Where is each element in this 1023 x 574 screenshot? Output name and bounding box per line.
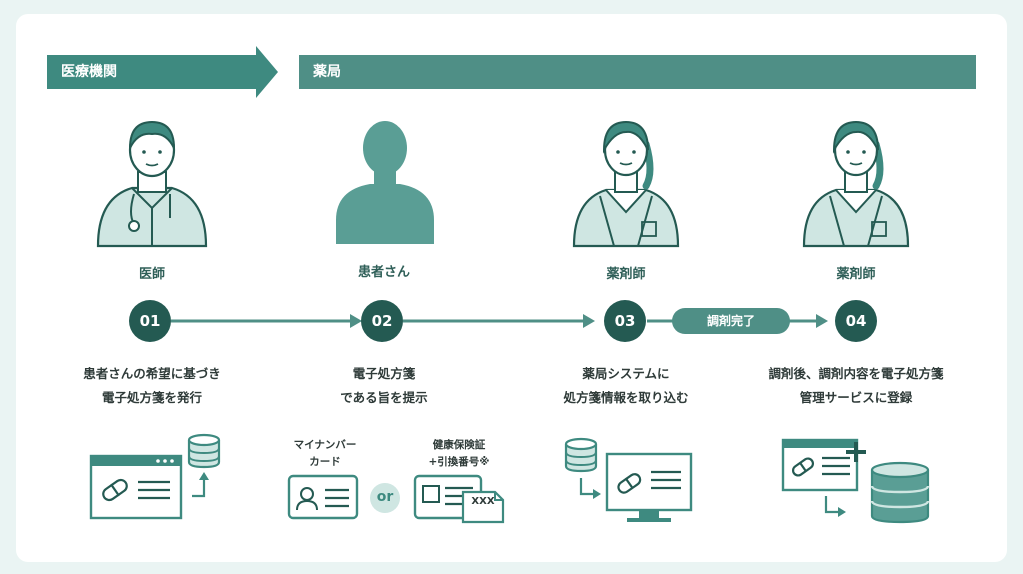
doctor-figure-icon: [96, 120, 208, 248]
mynumber-card-icon: [287, 474, 359, 520]
step-number-01: 01: [129, 300, 171, 342]
role-label-doctor: 医師: [138, 267, 165, 282]
step-description-line: である旨を提示: [340, 390, 428, 405]
mynumber-label-line: カード: [309, 456, 341, 468]
insurance-card-label-line: 健康保険証: [432, 439, 486, 451]
step-number-02: 02: [361, 300, 403, 342]
insurance-card-icon: [413, 474, 505, 524]
step-description-line: 処方箋情報を取り込む: [563, 390, 689, 405]
pill-icon: [102, 478, 128, 502]
database-icon: [187, 433, 221, 469]
institution-band: 医療機関: [47, 55, 257, 89]
insurance-card-label: 健康保険証 +引換番号※: [404, 437, 514, 471]
role-label-pharmacist: 薬剤師: [606, 267, 646, 282]
mynumber-label: マイナンバー カード: [270, 437, 380, 471]
patient-figure-icon: [336, 121, 434, 244]
completion-badge: 調剤完了: [672, 308, 790, 334]
or-separator: or: [370, 483, 400, 513]
step-number-04: 04: [835, 300, 877, 342]
role-label-pharmacist: 薬剤師: [836, 267, 876, 282]
role-label-patient: 患者さん: [357, 265, 410, 280]
prescription-issue-illustration: [89, 433, 221, 520]
step-description-02: 電子処方箋 である旨を提示: [254, 362, 514, 410]
step-description-line: 電子処方箋: [352, 366, 416, 381]
monitor-icon: [605, 452, 693, 522]
pharmacy-band: 薬局: [299, 55, 976, 89]
reference-number-text: XXX: [471, 496, 495, 507]
system-import-illustration: [564, 437, 693, 522]
step-description-line: 薬局システムに: [582, 366, 670, 381]
registration-illustration: [781, 438, 930, 524]
database-icon: [564, 437, 598, 473]
insurance-card-label-line: +引換番号※: [428, 456, 490, 468]
mynumber-label-line: マイナンバー: [293, 439, 357, 451]
plus-icon: [846, 442, 866, 462]
institution-band-arrow-tip: [256, 46, 278, 98]
step-description-line: 電子処方箋を発行: [101, 390, 202, 405]
step-description-line: 患者さんの希望に基づき: [83, 366, 221, 381]
step-description-04: 調剤後、調剤内容を電子処方箋 管理サービスに登録: [726, 362, 986, 410]
database-icon: [870, 461, 930, 524]
pharmacist-figure-icon: [572, 120, 680, 248]
step-description-line: 調剤後、調剤内容を電子処方箋: [768, 366, 944, 381]
step-description-03: 薬局システムに 処方箋情報を取り込む: [496, 362, 756, 410]
step-description-01: 患者さんの希望に基づき 電子処方箋を発行: [22, 362, 282, 410]
step-description-line: 管理サービスに登録: [799, 390, 913, 405]
step-number-03: 03: [604, 300, 646, 342]
pharmacist-figure-icon: [802, 120, 910, 248]
